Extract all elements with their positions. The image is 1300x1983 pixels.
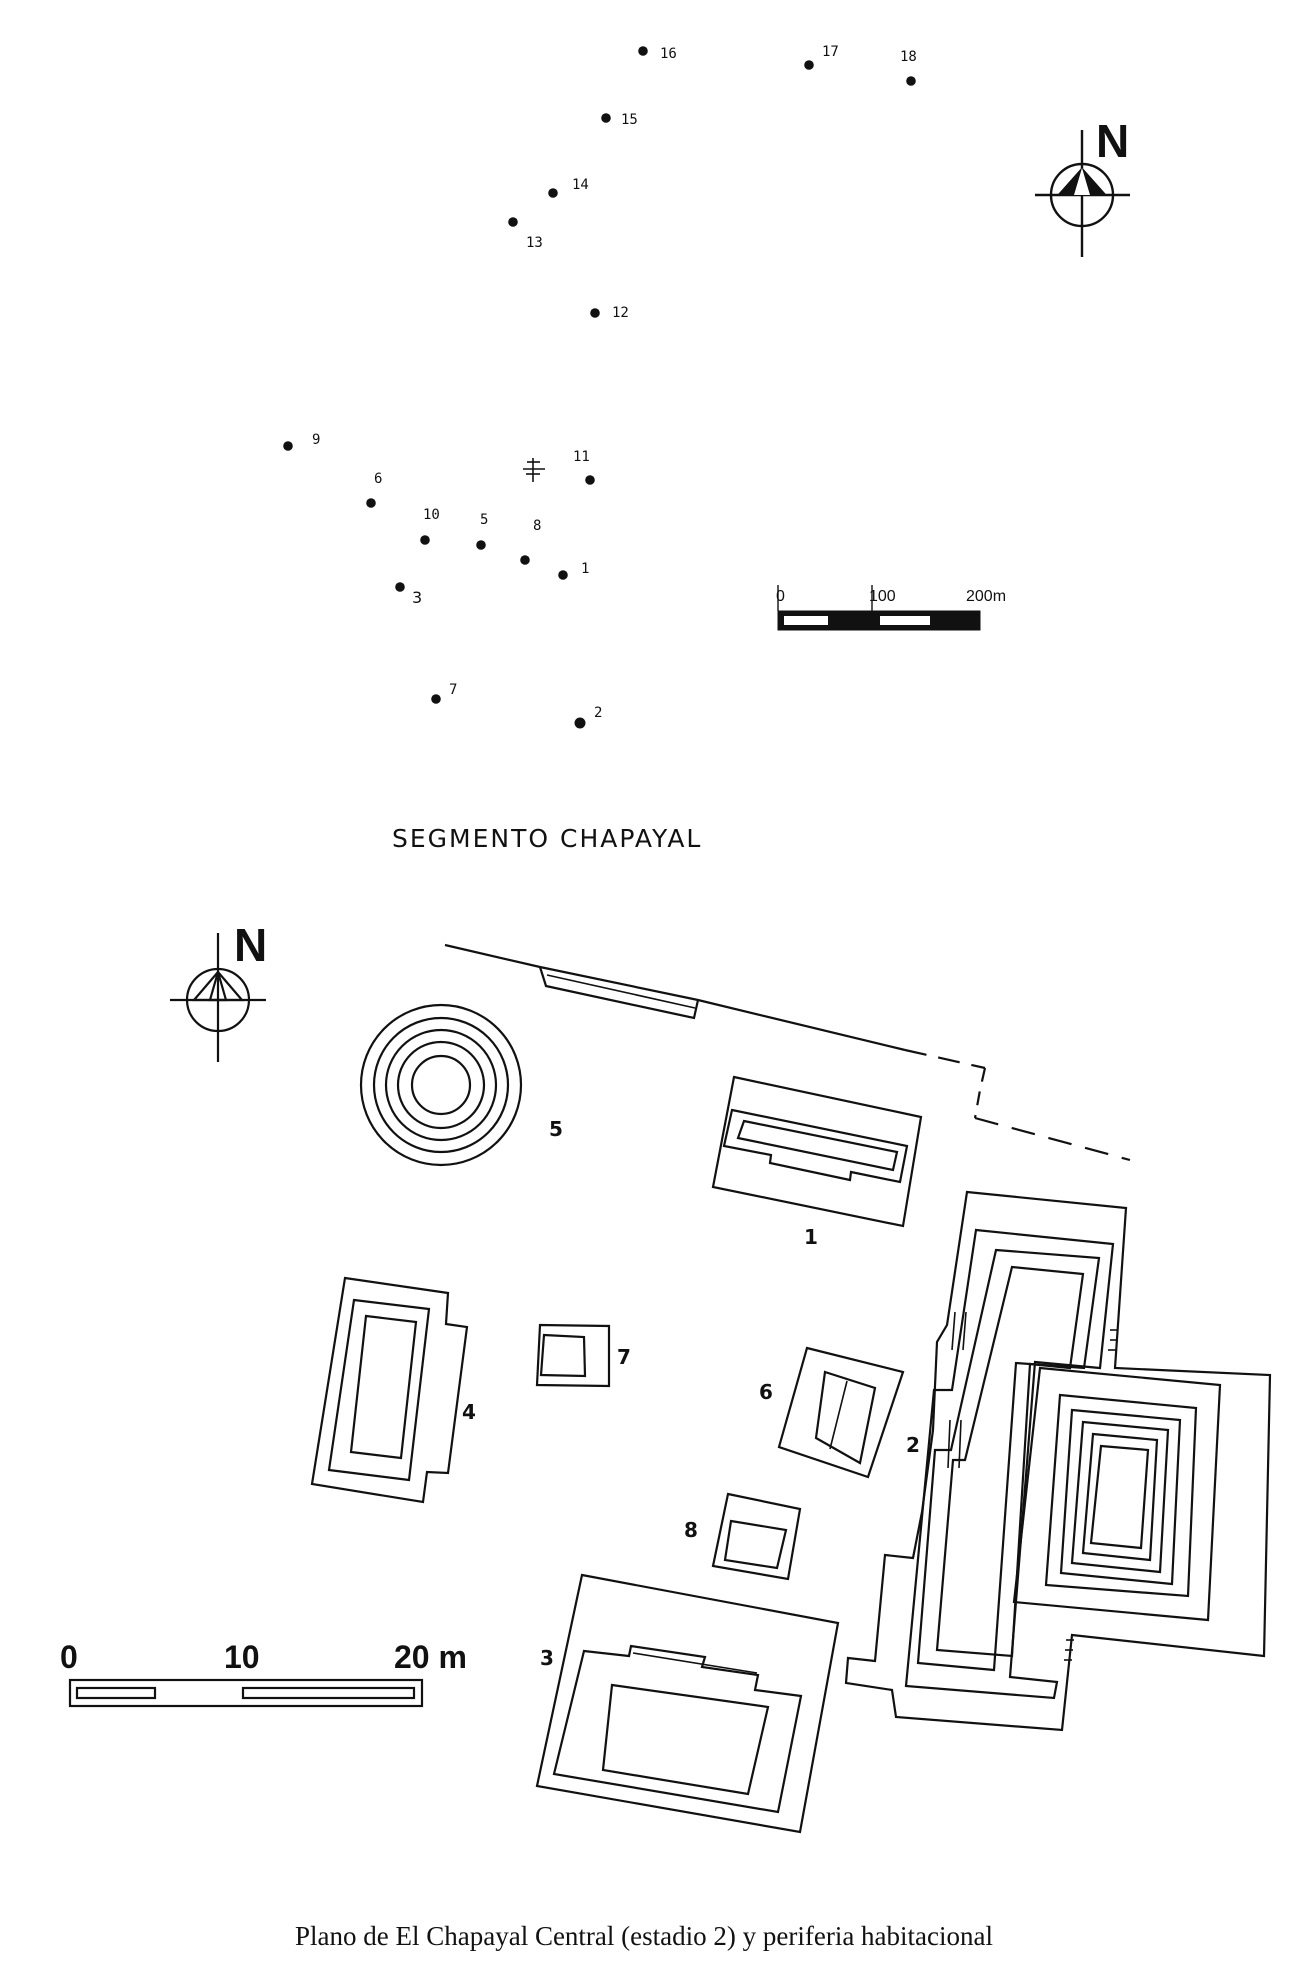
site-label-8: 8 <box>533 518 541 534</box>
structure-6 <box>777 1346 905 1479</box>
north-arrow-plan-icon <box>170 933 266 1062</box>
plan-scale-label-0: 0 <box>60 1639 78 1675</box>
structure-1 <box>711 1075 923 1228</box>
site-18: 18 <box>900 49 917 86</box>
scale-bar-plan <box>68 1678 424 1708</box>
site-11-symbol-icon <box>523 458 545 482</box>
site-3: 3 <box>395 582 422 607</box>
site-label-2: 2 <box>594 705 602 721</box>
site-label-10: 10 <box>423 507 440 523</box>
site-6: 6 <box>366 471 382 508</box>
structure-label-8: 8 <box>684 1518 698 1542</box>
site-label-6: 6 <box>374 471 382 487</box>
site-9: 9 <box>283 432 320 451</box>
site-label-9: 9 <box>312 432 320 448</box>
north-arrow-icon <box>1035 130 1130 257</box>
structure-label-3: 3 <box>540 1646 554 1670</box>
site-dot-1 <box>558 570 568 580</box>
structure-5 <box>359 1003 523 1167</box>
site-1: 1 <box>558 561 589 580</box>
structure-3 <box>535 1573 840 1834</box>
site-dot-16 <box>638 46 648 56</box>
structure-label-7: 7 <box>617 1345 631 1369</box>
site-dot-15 <box>601 113 611 123</box>
scale-bar <box>777 585 981 631</box>
site-5: 5 <box>476 512 488 550</box>
site-dot-18 <box>906 76 916 86</box>
site-label-18: 18 <box>900 49 917 65</box>
structure-2 <box>844 1190 1272 1732</box>
north-label-plan: N <box>234 919 267 971</box>
site-dot-3 <box>395 582 405 592</box>
site-dot-6 <box>366 498 376 508</box>
site-label-14: 14 <box>572 177 589 193</box>
site-11: 11 <box>573 449 595 485</box>
site-13: 13 <box>508 217 543 251</box>
site-label-1: 1 <box>581 561 589 577</box>
north-label: N <box>1096 115 1129 167</box>
site-plan <box>68 933 1272 1834</box>
plan-scale-label-10: 10 <box>224 1639 260 1675</box>
site-dot-5 <box>476 540 486 550</box>
structure-8 <box>711 1492 802 1581</box>
site-dot-2 <box>574 717 586 729</box>
site-dot-7 <box>431 694 441 704</box>
site-label-16: 16 <box>660 46 677 62</box>
figure-caption: Plano de El Chapayal Central (estadio 2)… <box>295 1921 993 1951</box>
site-2: 2 <box>574 705 602 729</box>
site-label-17: 17 <box>822 44 839 60</box>
site-7: 7 <box>431 682 457 704</box>
structure-label-6: 6 <box>759 1380 773 1404</box>
site-17: 17 <box>804 44 839 70</box>
site-label-7: 7 <box>449 682 457 698</box>
scale-label-0: 0 <box>776 588 785 605</box>
structure-label-2: 2 <box>906 1433 920 1457</box>
scale-label-100: 100 <box>869 588 896 605</box>
site-dot-10 <box>420 535 430 545</box>
site-10: 10 <box>420 507 440 545</box>
structure-label-4: 4 <box>462 1400 476 1424</box>
site-15: 15 <box>601 112 638 128</box>
site-12: 12 <box>590 305 629 321</box>
site-16: 16 <box>638 46 677 62</box>
site-dot-8 <box>520 555 530 565</box>
site-8: 8 <box>520 518 541 565</box>
site-14: 14 <box>548 177 589 198</box>
site-label-15: 15 <box>621 112 638 128</box>
site-label-13: 13 <box>526 235 543 251</box>
site-dot-9 <box>283 441 293 451</box>
site-dot-13 <box>508 217 518 227</box>
site-label-5: 5 <box>480 512 488 528</box>
scale-label-200m: 200m <box>966 588 1006 605</box>
segment-title: SEGMENTO CHAPAYAL <box>392 824 702 853</box>
site-dot-14 <box>548 188 558 198</box>
site-label-12: 12 <box>612 305 629 321</box>
perimeter-wall <box>444 943 1131 1162</box>
structure-label-5: 5 <box>549 1117 563 1141</box>
plan-scale-label-20m: 20 m <box>394 1639 467 1675</box>
structure-label-1: 1 <box>804 1225 818 1249</box>
site-dot-12 <box>590 308 600 318</box>
site-dot-11 <box>585 475 595 485</box>
structure-7 <box>535 1323 611 1388</box>
structure-4 <box>310 1276 469 1504</box>
site-label-3: 3 <box>412 588 422 607</box>
site-label-11: 11 <box>573 449 590 465</box>
site-dot-17 <box>804 60 814 70</box>
